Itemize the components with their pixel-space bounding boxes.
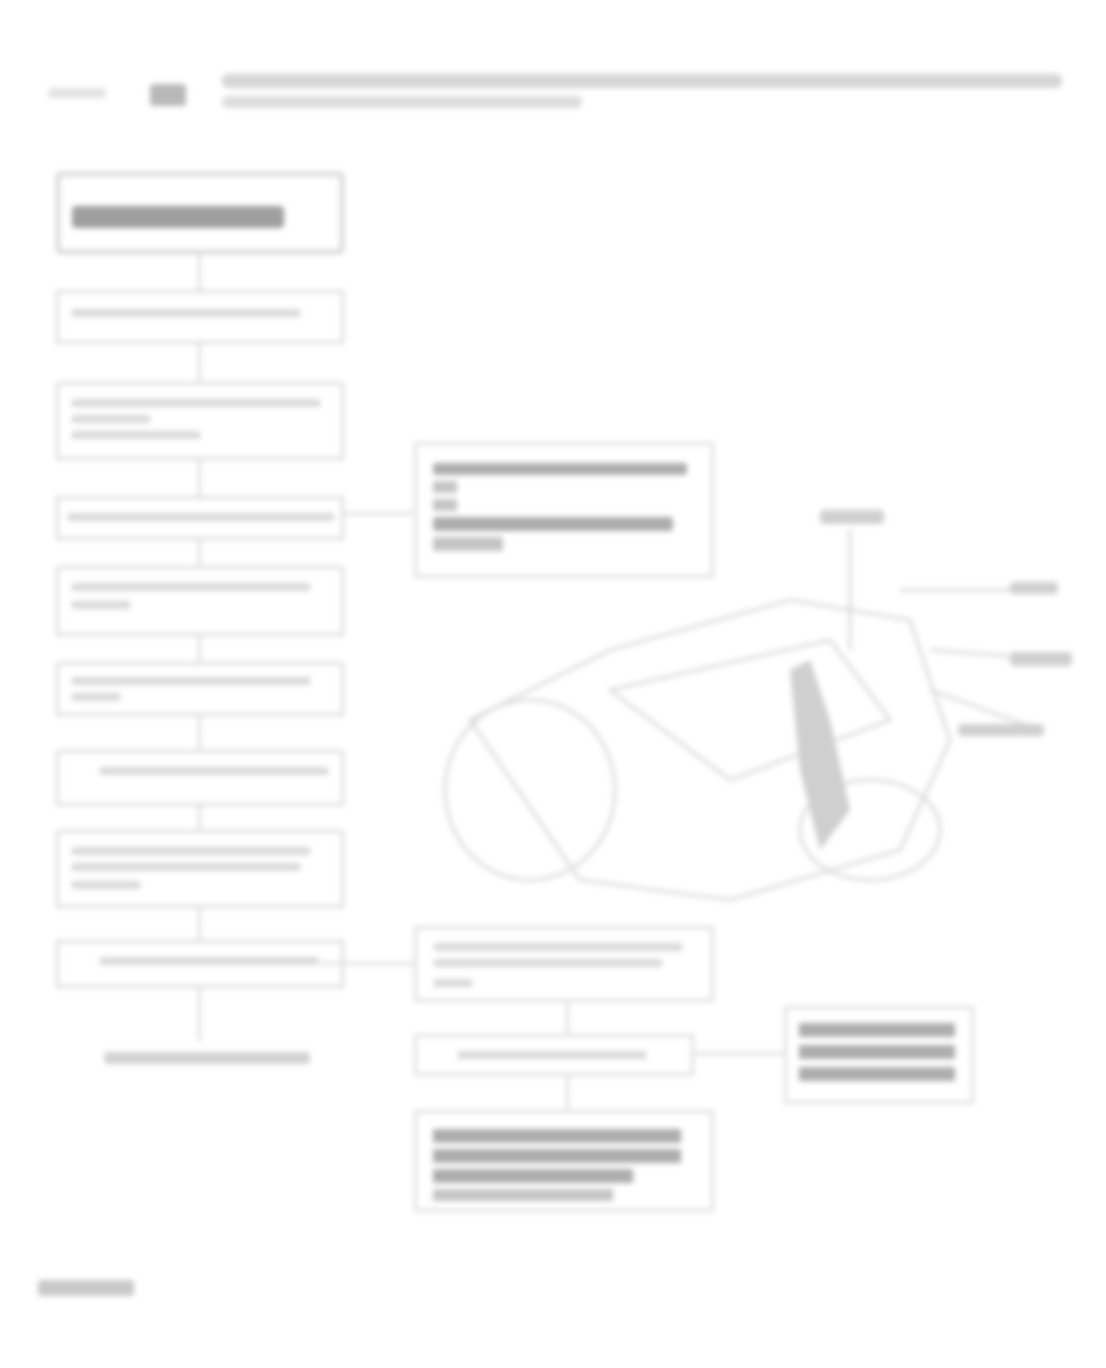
result-box-text (799, 1067, 955, 1081)
engine-label (820, 510, 884, 524)
section-code (48, 88, 106, 98)
check-box-text (433, 959, 663, 967)
result-box-text (433, 1149, 681, 1163)
engine-block-outline (443, 698, 617, 882)
flow-step-box (56, 940, 344, 988)
flow-step-text (71, 601, 131, 609)
page-number (38, 1280, 134, 1296)
check-box-text (433, 979, 473, 987)
decision-box-text (457, 1051, 647, 1059)
flow-step-text (71, 847, 311, 855)
connector-line (198, 988, 201, 1042)
result-box-text (799, 1045, 955, 1059)
check-box-text (433, 943, 683, 951)
connector-line (198, 540, 201, 568)
engine-component-outline (798, 778, 942, 882)
result-box-text (433, 463, 687, 475)
engine-manifold-outline (606, 638, 893, 782)
connector-line (198, 254, 201, 292)
result-box-text (433, 499, 457, 511)
check-box (414, 926, 714, 1002)
result-box-bottom (414, 1110, 714, 1212)
flowchart-title-box (56, 172, 344, 254)
connector-line (694, 1052, 784, 1055)
result-box-text (433, 537, 503, 551)
result-box-text (433, 1129, 681, 1143)
connector-line (198, 806, 201, 832)
flow-step-box (56, 496, 344, 540)
flow-step-box (56, 662, 344, 716)
flow-step-text (71, 309, 301, 317)
header-title (222, 74, 1062, 88)
flow-step-box (56, 290, 344, 344)
flow-step-box (56, 750, 344, 806)
flow-step-box (56, 566, 344, 636)
leader-line (929, 688, 1041, 732)
engine-hose (790, 660, 850, 850)
connector-line (566, 1002, 569, 1036)
flow-step-text (71, 399, 321, 407)
engine-body-outline (467, 598, 952, 902)
result-box-text (799, 1023, 955, 1037)
result-box-text (433, 481, 457, 493)
result-box-text (433, 517, 673, 531)
flow-step-text (71, 677, 311, 685)
flow-step-text (71, 583, 311, 591)
connector-line (198, 908, 201, 942)
header-title-continued (222, 96, 582, 108)
connector-line (344, 512, 414, 515)
engine-label (958, 724, 1044, 736)
flow-step-text (71, 863, 301, 871)
flow-step-text (71, 431, 201, 439)
flow-step-text (71, 693, 121, 701)
flow-step-box (56, 830, 344, 908)
engine-illustration (443, 510, 1072, 902)
connector-line (198, 636, 201, 664)
flow-step-text (99, 767, 329, 775)
engine-label (1010, 582, 1058, 594)
flow-step-box (56, 382, 344, 460)
engine-label (1010, 652, 1072, 666)
result-box-text (433, 1189, 613, 1201)
connector-line (566, 1076, 569, 1112)
decision-box (414, 1034, 694, 1076)
connector-line (320, 962, 416, 965)
connector-line (198, 344, 201, 384)
flow-step-text (71, 415, 151, 423)
connector-line (198, 460, 201, 498)
flowchart-terminal (104, 1052, 310, 1064)
result-box-text (433, 1169, 633, 1183)
flow-step-text (67, 513, 335, 521)
flowchart-title (72, 206, 284, 228)
flow-step-text (71, 881, 141, 889)
result-box-side (784, 1006, 974, 1104)
connector-line (198, 716, 201, 752)
flow-step-text (99, 957, 319, 965)
result-box-top (414, 442, 714, 578)
dtc-label (150, 84, 186, 106)
